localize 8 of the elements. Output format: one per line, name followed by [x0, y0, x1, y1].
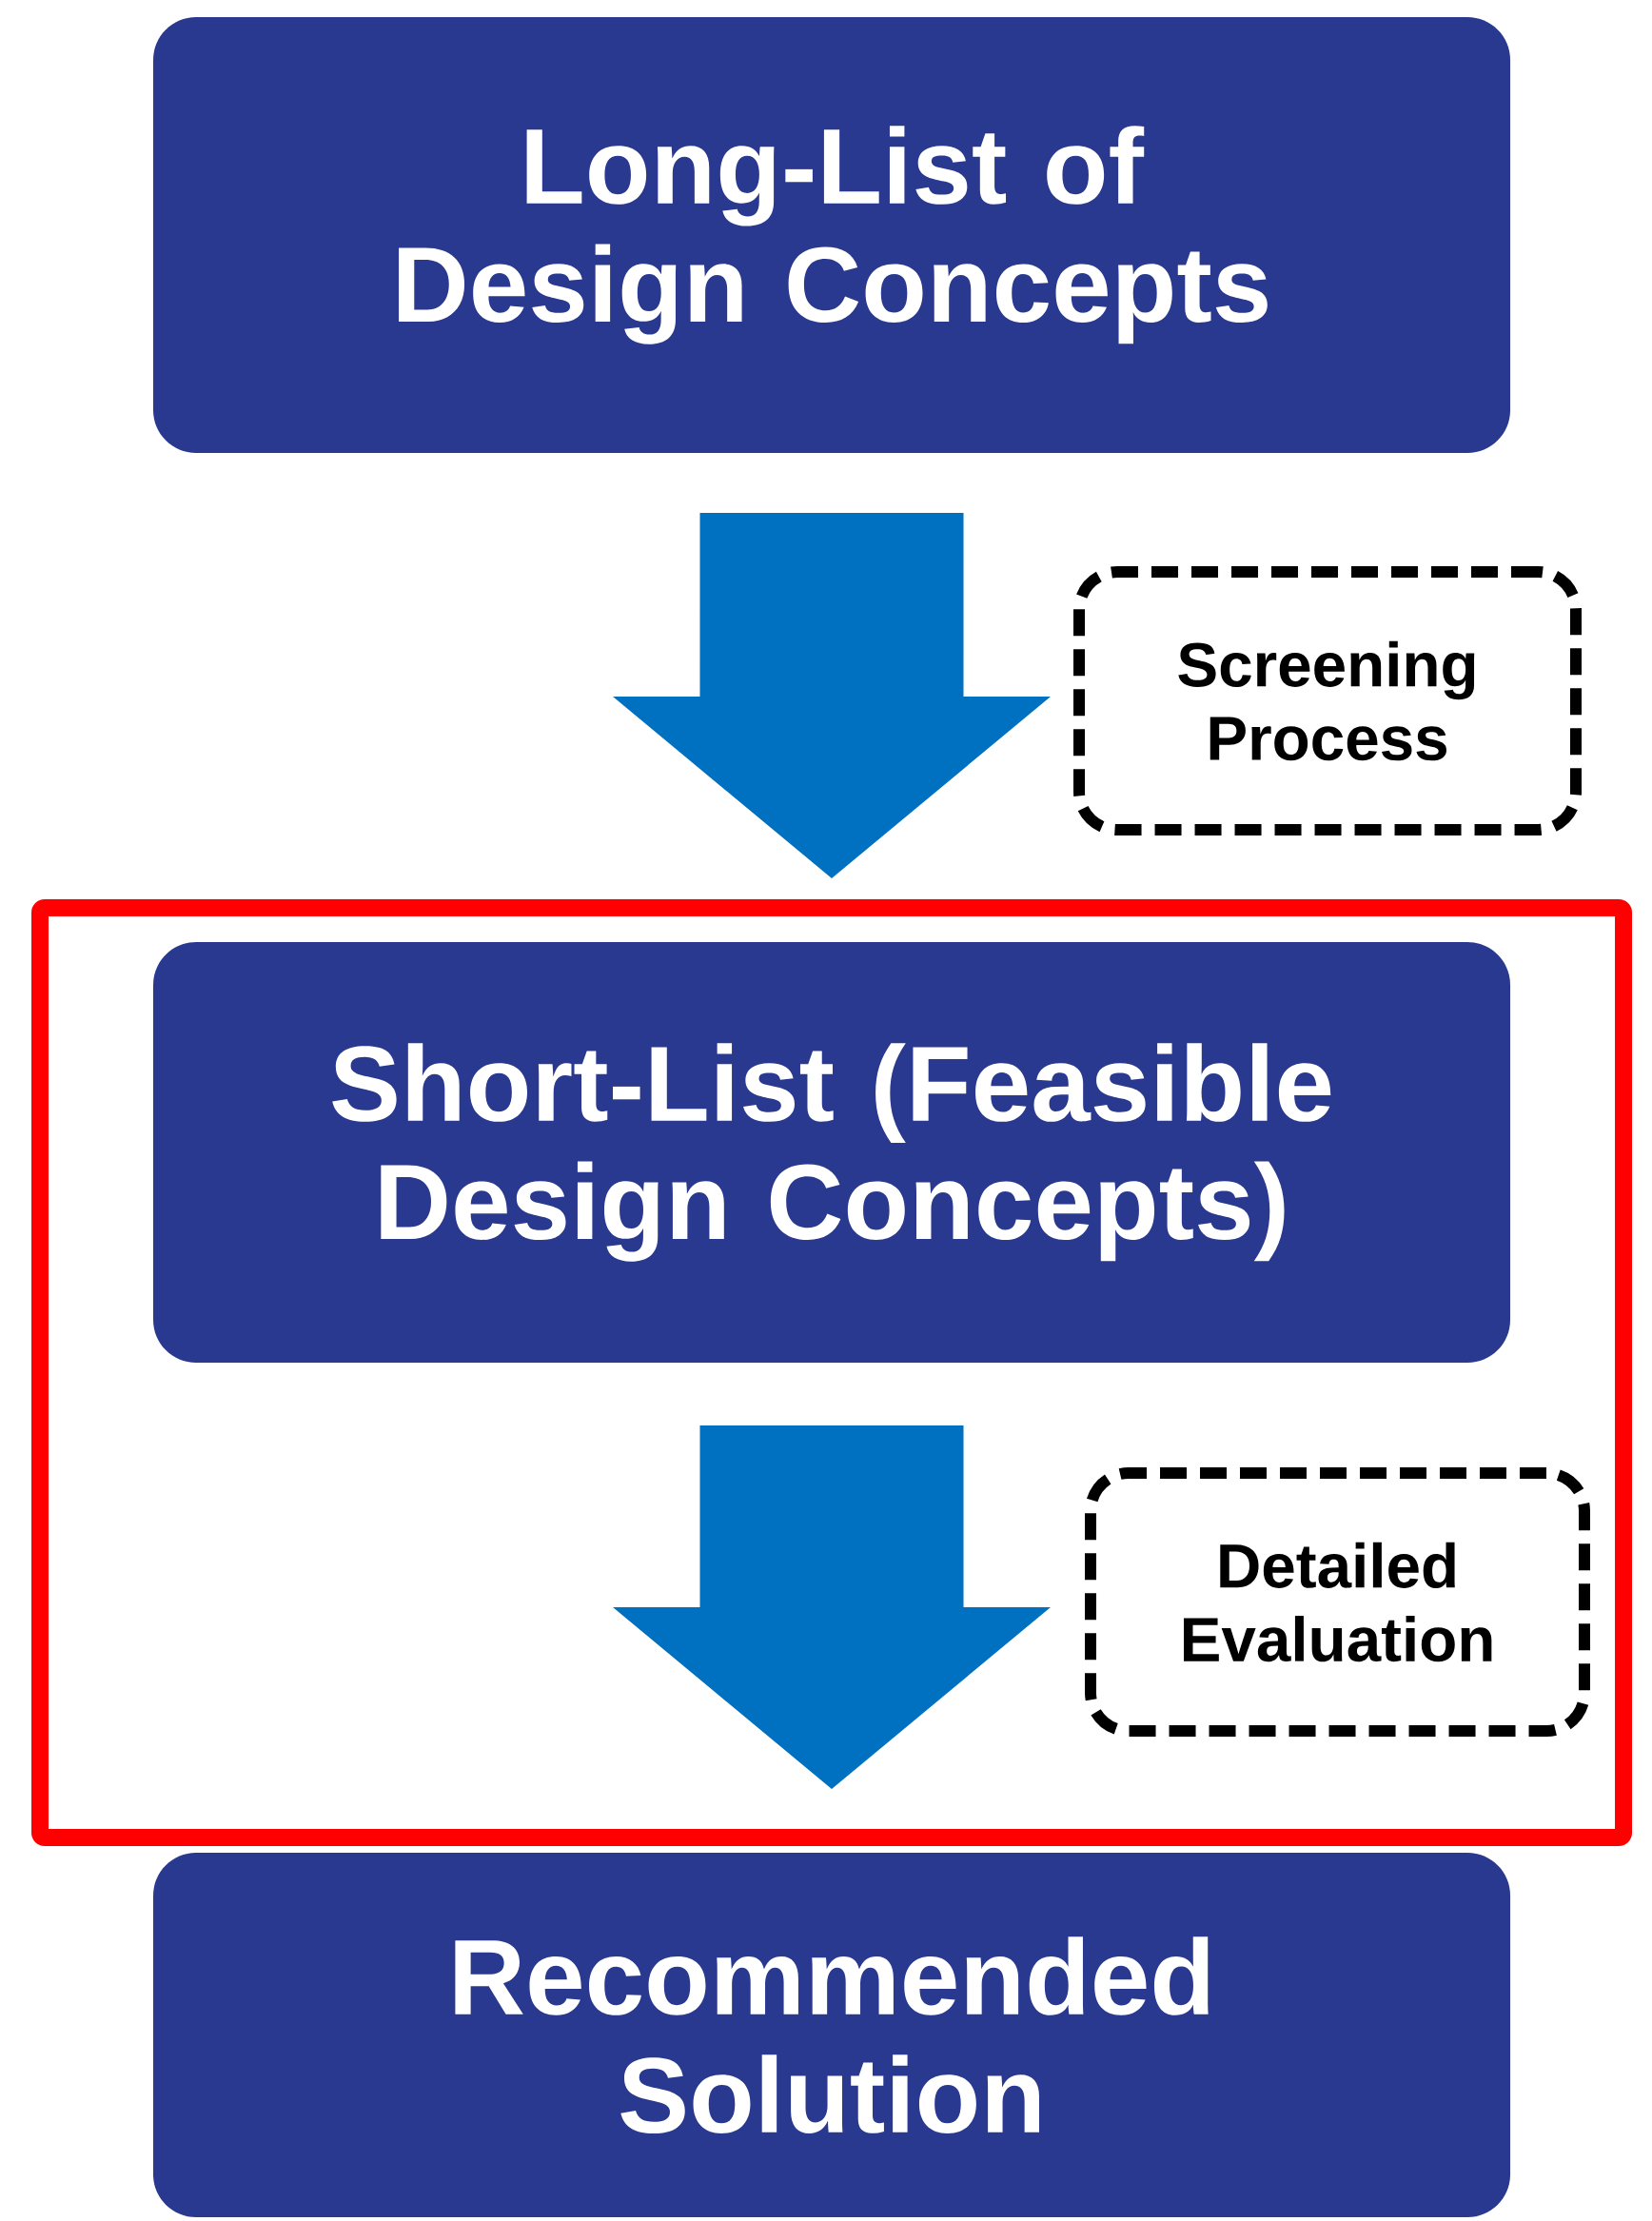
process-box: Recommended Solution: [153, 1853, 1511, 2218]
process-box: Short-List (Feasible Design Concepts): [153, 942, 1510, 1363]
block-arrow: [613, 513, 1051, 878]
dashed-note-box: Screening Process: [1073, 566, 1583, 835]
block-arrow: [613, 1425, 1051, 1789]
process-box: Long-List of Design Concepts: [153, 17, 1511, 453]
highlight-frame: [31, 899, 1633, 1847]
dashed-note-box: Detailed Evaluation: [1085, 1467, 1590, 1737]
